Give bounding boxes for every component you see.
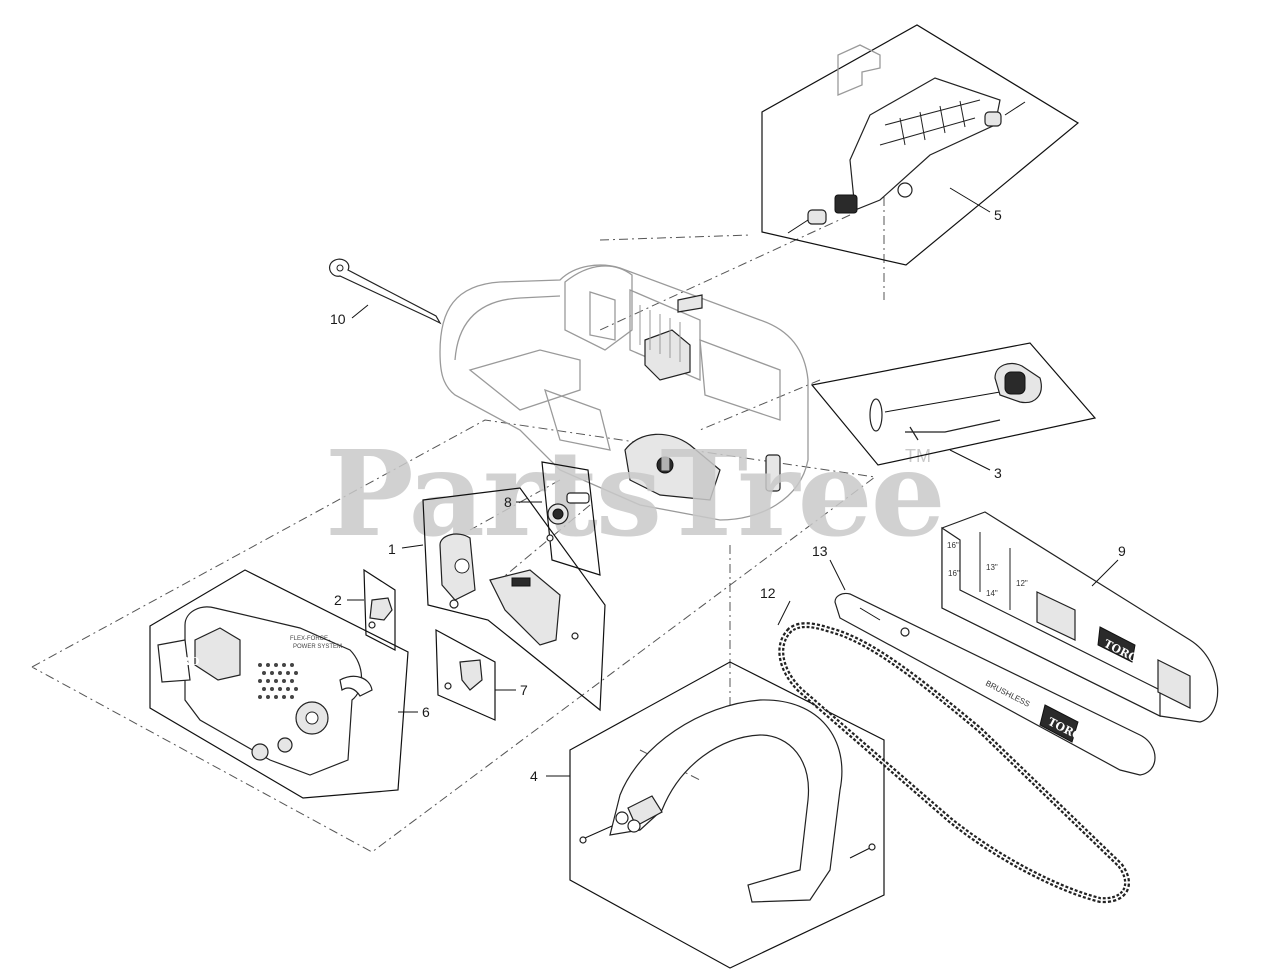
part-4-front-handle (569, 661, 885, 969)
part-9-scabbard: 16" 16" 14" 13" 12" TORO (941, 511, 1219, 723)
callout-7: 7 (520, 682, 528, 698)
watermark-text: PartsTree (325, 424, 944, 563)
callout-2: 2 (334, 592, 342, 608)
part-1-tensioner (422, 487, 606, 712)
part-10-wrench (328, 258, 442, 325)
callout-13: 13 (812, 543, 828, 559)
callout-12: 12 (760, 585, 776, 601)
bar-size-1: 16" (948, 569, 960, 578)
callout-6: 6 (422, 704, 430, 720)
oil-cap-area (644, 329, 691, 381)
leader-lines (347, 187, 1119, 777)
callout-5: 5 (994, 207, 1002, 223)
bar-size-2: 14" (986, 589, 998, 598)
chainsaw-body (439, 264, 809, 521)
bar-size-0: 16" (947, 541, 959, 550)
part-5-handle-assembly (761, 24, 1080, 266)
callout-1: 1 (388, 541, 396, 557)
part-7-bracket (435, 628, 496, 721)
cover-brand-text: FLEX-FORCE (290, 636, 328, 642)
callout-3: 3 (994, 465, 1002, 481)
part-12-saw-chain (778, 622, 1131, 904)
partstree-watermark: PartsTree TM (325, 424, 946, 563)
callout-8: 8 (504, 494, 512, 510)
part-8-adjuster (541, 461, 601, 576)
callout-10: 10 (330, 311, 346, 327)
callout-4: 4 (530, 768, 538, 784)
callout-numbers: 10 1 2 8 5 3 4 6 7 9 12 13 (330, 207, 1126, 784)
cover-sub-text: POWER SYSTEM (293, 644, 342, 650)
part-6-sprocket-cover: TORO FLEX-FORCE POWER SYSTEM (149, 569, 409, 799)
callout-9: 9 (1118, 543, 1126, 559)
part-2-nut (363, 568, 396, 651)
bar-size-3: 13" (986, 563, 998, 572)
part-3-oil-cap-assembly (810, 342, 1097, 466)
toro-logo-text: TORO (163, 655, 200, 668)
bar-size-4: 12" (1016, 579, 1028, 588)
part-13-guide-bar: BRUSHLESS TORO (834, 592, 1156, 776)
